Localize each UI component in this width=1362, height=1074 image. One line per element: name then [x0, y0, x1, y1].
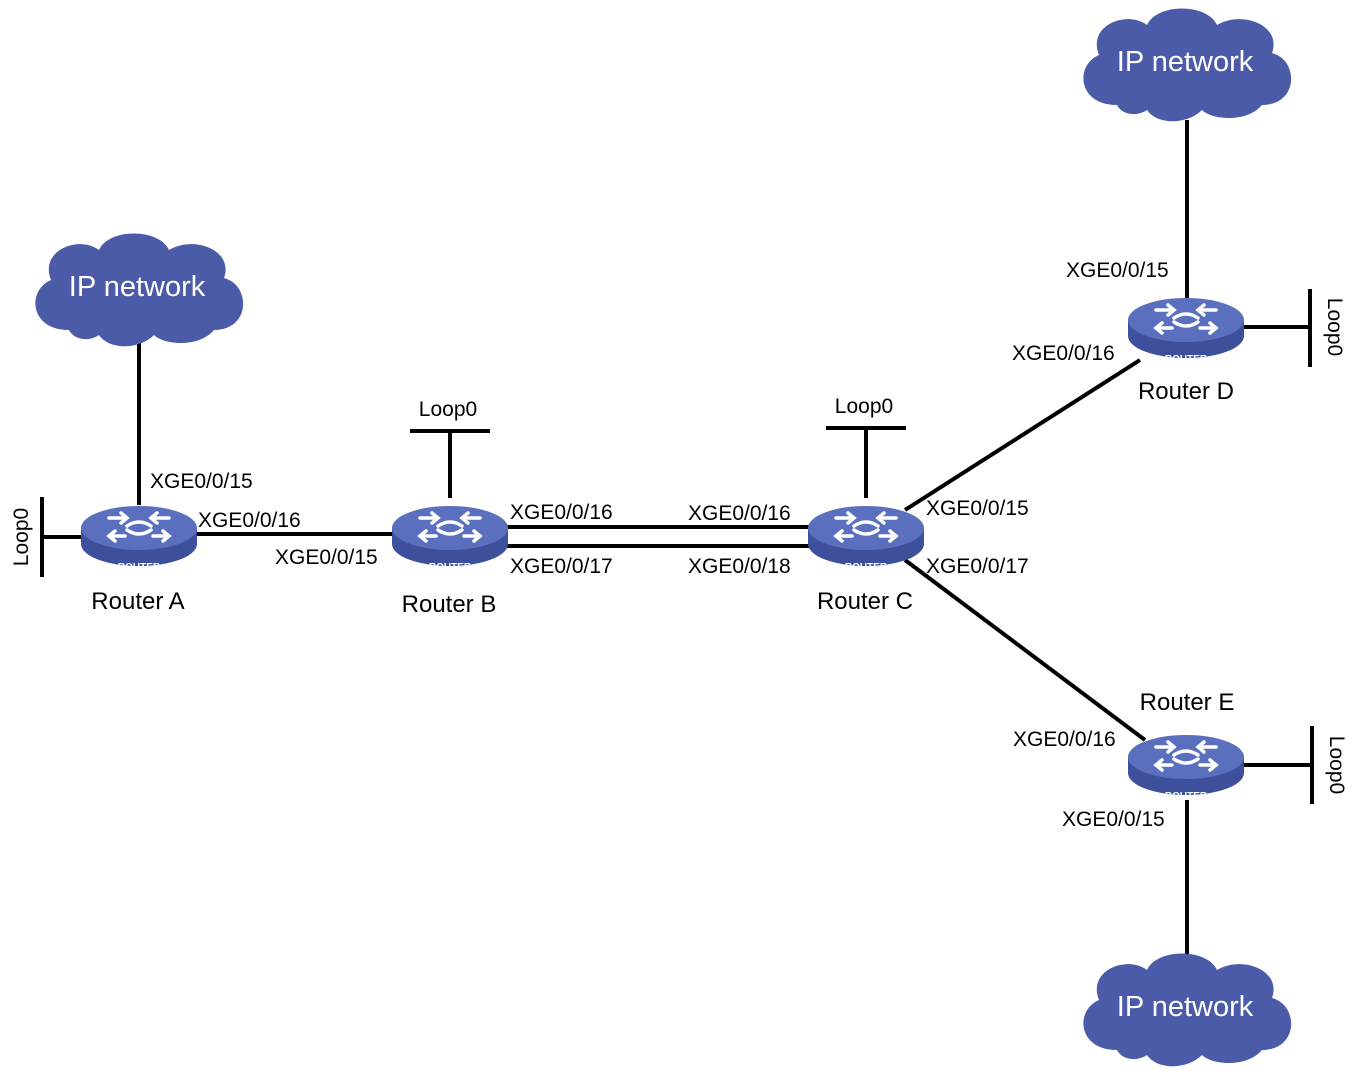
if-label-e-bottom: XGE0/0/15 — [1062, 808, 1165, 831]
if-label-c-left-top: XGE0/0/16 — [688, 502, 791, 525]
router-icon — [390, 504, 510, 568]
if-label-a-right: XGE0/0/16 — [198, 509, 301, 532]
router-e-name: Router E — [1140, 689, 1235, 716]
router-c-badge: ROUTER — [845, 562, 888, 573]
cloud-2: IP network — [1083, 8, 1292, 122]
router-icon — [806, 504, 926, 568]
router-e-badge: ROUTER — [1165, 791, 1208, 802]
loop-label-e: Loop0 — [1325, 736, 1348, 794]
if-label-c-right-bottom: XGE0/0/17 — [926, 555, 1029, 578]
cloud-1: IP network — [35, 233, 244, 347]
if-label-d-top: XGE0/0/15 — [1066, 259, 1169, 282]
router-e: ROUTER — [1126, 733, 1246, 802]
link-router-c-router-e — [903, 558, 1147, 742]
loopback-stubs — [40, 289, 1314, 804]
if-label-b-left: XGE0/0/15 — [275, 546, 378, 569]
loop-label-b: Loop0 — [419, 398, 477, 421]
cloud-2-label: IP network — [1117, 46, 1254, 78]
loop-label-c: Loop0 — [835, 395, 893, 418]
link-router-c-router-d — [903, 358, 1142, 512]
router-a: ROUTER — [79, 504, 199, 573]
if-label-e-left: XGE0/0/16 — [1013, 728, 1116, 751]
cloud-1-label: IP network — [69, 271, 206, 303]
router-icon — [1126, 296, 1246, 360]
router-b: ROUTER — [390, 504, 510, 573]
if-label-c-left-bottom: XGE0/0/18 — [688, 555, 791, 578]
router-icon — [1126, 733, 1246, 797]
loop-label-d: Loop0 — [1323, 298, 1346, 356]
router-b-name: Router B — [402, 591, 497, 618]
cloud-3-label: IP network — [1117, 991, 1254, 1023]
if-label-a-top: XGE0/0/15 — [150, 470, 253, 493]
router-b-badge: ROUTER — [429, 562, 472, 573]
if-label-c-right-top: XGE0/0/15 — [926, 497, 1029, 520]
router-c-name: Router C — [817, 588, 913, 615]
cloud-3: IP network — [1083, 953, 1292, 1067]
if-label-b-right-top: XGE0/0/16 — [510, 501, 613, 524]
router-d-name: Router D — [1138, 378, 1234, 405]
loop-label-a: Loop0 — [10, 508, 33, 566]
router-d-badge: ROUTER — [1165, 354, 1208, 365]
if-label-d-left: XGE0/0/16 — [1012, 342, 1115, 365]
router-c: ROUTER — [806, 504, 926, 573]
router-a-name: Router A — [91, 588, 184, 615]
router-a-badge: ROUTER — [118, 562, 161, 573]
router-d: ROUTER — [1126, 296, 1246, 365]
if-label-b-right-bottom: XGE0/0/17 — [510, 555, 613, 578]
router-icon — [79, 504, 199, 568]
links — [137, 120, 1189, 955]
